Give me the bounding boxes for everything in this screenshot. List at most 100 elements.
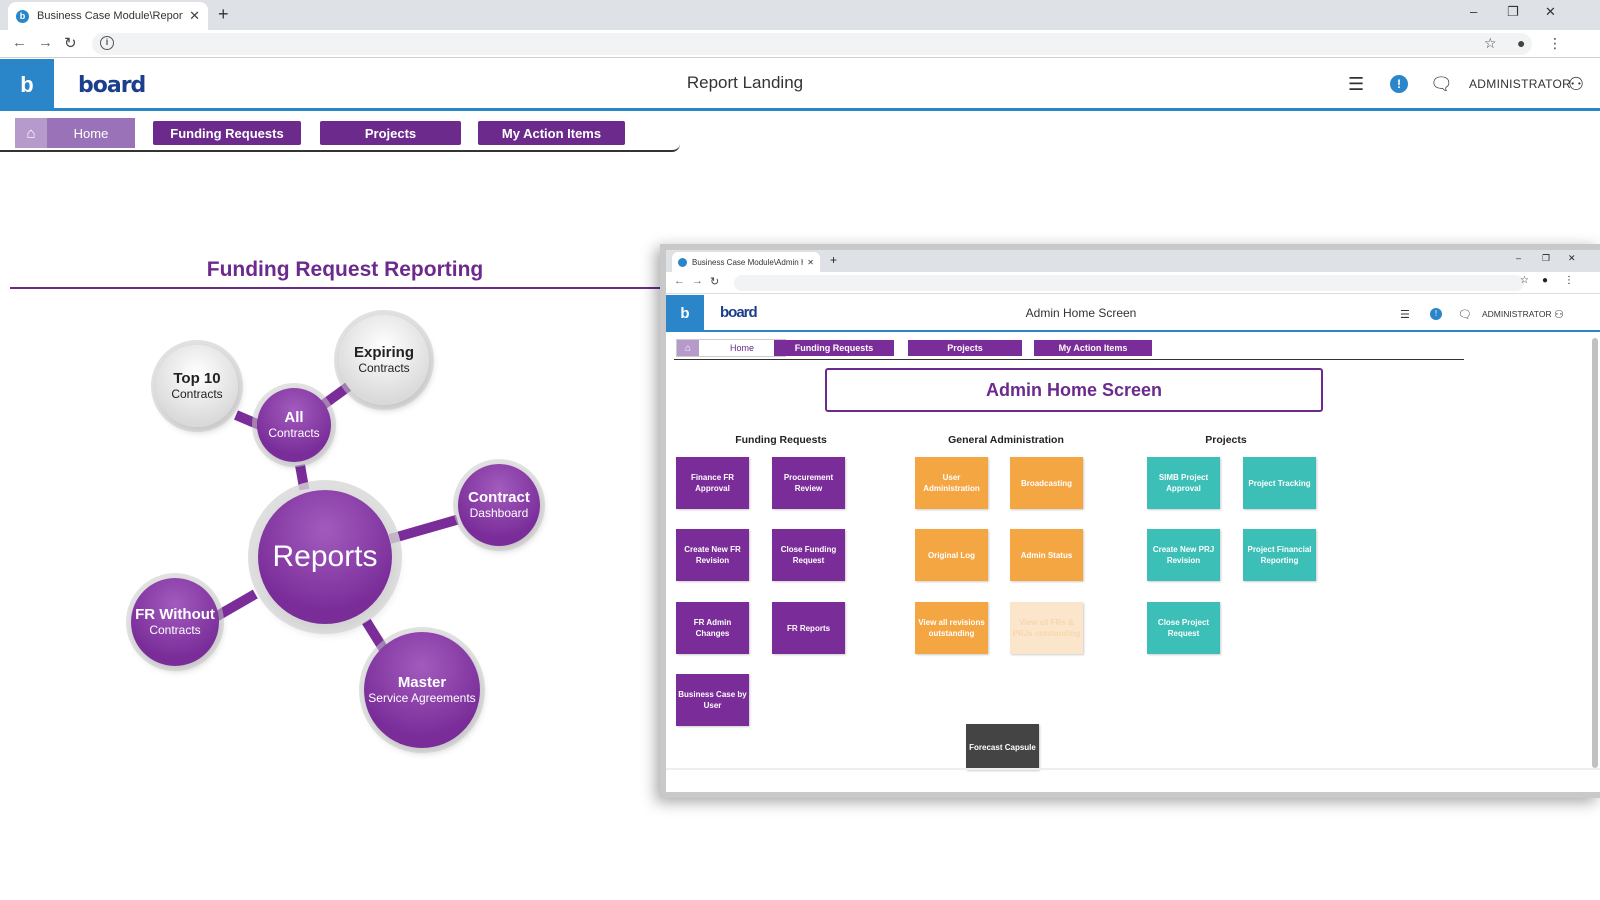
nav-my-action-items-button[interactable]: My Action Items	[478, 121, 625, 145]
tile-business-case-by-user[interactable]: Business Case by User	[676, 674, 749, 726]
back-arrow-icon[interactable]: ←	[12, 34, 27, 51]
nav-projects-button[interactable]: Projects	[908, 340, 1022, 356]
alert-icon[interactable]: !	[1430, 308, 1442, 320]
inner-browser-tab[interactable]: Business Case Module\Admin H ✕	[672, 252, 820, 272]
browser-menu-icon[interactable]: ⋮	[1548, 35, 1562, 51]
bubble-title: Top 10	[173, 370, 221, 387]
admin-screenshot-window: Business Case Module\Admin H ✕ + – ❐ ✕ ←…	[660, 244, 1600, 798]
reload-icon[interactable]: ↻	[64, 35, 77, 52]
close-window-button[interactable]: ✕	[1568, 253, 1576, 263]
tile-project-tracking[interactable]: Project Tracking	[1243, 457, 1316, 509]
board-brand-logo: board	[78, 73, 146, 98]
home-icon: ⌂	[15, 118, 47, 148]
browser-menu-icon[interactable]: ⋮	[1564, 275, 1574, 286]
admin-home-title-frame: Admin Home Screen	[825, 368, 1323, 412]
tile-close-project-request[interactable]: Close Project Request	[1147, 602, 1220, 654]
new-tab-button[interactable]: +	[830, 253, 838, 267]
new-tab-button[interactable]: +	[218, 4, 229, 24]
close-window-button[interactable]: ✕	[1545, 4, 1556, 19]
bubble-subtitle: Service Agreements	[368, 691, 476, 705]
browser-tab[interactable]: b Business Case Module\Report La ✕	[8, 2, 208, 30]
board-logo-icon[interactable]: b	[0, 59, 54, 111]
tile-user-administration[interactable]: User Administration	[915, 457, 988, 509]
url-field[interactable]	[734, 275, 1524, 291]
board-logo-icon[interactable]: b	[666, 295, 704, 332]
nav-funding-requests-button[interactable]: Funding Requests	[153, 121, 301, 145]
tile-create-new-fr-revision[interactable]: Create New FR Revision	[676, 529, 749, 581]
column-heading-funding: Funding Requests	[735, 434, 827, 446]
nav-funding-requests-button[interactable]: Funding Requests	[774, 340, 894, 356]
bubble-expiring-contracts[interactable]: Expiring Contracts	[339, 315, 429, 405]
tile-forecast-capsule[interactable]: Forecast Capsule	[966, 724, 1039, 770]
inner-bottom-edge	[666, 768, 1600, 770]
user-avatar-icon[interactable]: ⚇	[1568, 74, 1585, 94]
reload-icon[interactable]: ↻	[710, 276, 720, 288]
profile-icon[interactable]: ●	[1517, 35, 1526, 51]
home-tab[interactable]: ⌂ Home	[676, 339, 786, 357]
bookmark-star-icon[interactable]: ☆	[1520, 275, 1529, 286]
restore-button[interactable]: ❐	[1507, 4, 1519, 19]
tile-original-log[interactable]: Original Log	[915, 529, 988, 581]
bubble-title: Expiring	[353, 344, 414, 361]
column-heading-general: General Administration	[948, 434, 1064, 446]
tile-admin-status[interactable]: Admin Status	[1010, 529, 1083, 581]
alert-icon[interactable]: !	[1390, 75, 1408, 93]
bubble-fr-without-contracts[interactable]: FR Without Contracts	[131, 578, 219, 666]
tile-project-financial-reporting[interactable]: Project Financial Reporting	[1243, 529, 1316, 581]
browser-tab-title: Business Case Module\Report La	[37, 10, 184, 22]
hamburger-menu-icon[interactable]: ☰	[1348, 74, 1365, 94]
bubble-contract-dashboard[interactable]: Contract Dashboard	[458, 464, 540, 546]
nav-my-action-items-button[interactable]: My Action Items	[1034, 340, 1152, 356]
bubble-title: Contract	[468, 489, 530, 506]
home-tab[interactable]: ⌂ Home	[15, 118, 135, 148]
nav-projects-button[interactable]: Projects	[320, 121, 461, 145]
bubble-master-service-agreements[interactable]: Master Service Agreements	[364, 632, 480, 748]
site-info-icon[interactable]: i	[100, 36, 114, 50]
bubble-all-contracts[interactable]: All Contracts	[257, 388, 331, 462]
minimize-button[interactable]: –	[1470, 4, 1478, 19]
section-divider	[10, 287, 672, 289]
inner-app-header: b board Admin Home Screen ☰ ! 🗨 ADMINIST…	[666, 295, 1600, 332]
bubble-subtitle: Contracts	[358, 361, 410, 375]
main-nav: ⌂ Home Funding Requests Projects My Acti…	[0, 114, 680, 152]
tab-close-icon[interactable]: ✕	[807, 257, 814, 267]
tile-finance-fr-approval[interactable]: Finance FR Approval	[676, 457, 749, 509]
bubble-title: FR Without	[135, 606, 215, 623]
tile-broadcasting[interactable]: Broadcasting	[1010, 457, 1083, 509]
address-bar: ← → ↻ i ☆ ● ⋮	[0, 30, 1600, 58]
profile-icon[interactable]: ●	[1542, 275, 1549, 286]
board-brand-logo: board	[720, 304, 758, 321]
chat-icon[interactable]: 🗨	[1430, 74, 1453, 94]
inner-page-title: Admin Home Screen	[1025, 306, 1137, 320]
app-header: b board Report Landing ☰ ! 🗨 ADMINISTRAT…	[0, 59, 1600, 111]
tile-close-funding-request[interactable]: Close Funding Request	[772, 529, 845, 581]
section-title: Funding Request Reporting	[206, 258, 484, 281]
chat-icon[interactable]: 🗨	[1458, 309, 1472, 321]
bubble-subtitle: Contracts	[268, 426, 320, 440]
bookmark-star-icon[interactable]: ☆	[1484, 35, 1497, 51]
hamburger-menu-icon[interactable]: ☰	[1400, 309, 1410, 321]
user-name-label[interactable]: ADMINISTRATOR	[1482, 309, 1552, 319]
user-name-label[interactable]: ADMINISTRATOR	[1469, 77, 1572, 91]
back-arrow-icon[interactable]: ←	[674, 275, 685, 287]
bubble-top10-contracts[interactable]: Top 10 Contracts	[156, 345, 238, 427]
scrollbar[interactable]	[1592, 338, 1598, 768]
hub-title: Reports	[272, 540, 378, 573]
url-field[interactable]: i	[92, 33, 1532, 55]
bubble-subtitle: Dashboard	[469, 506, 529, 520]
tile-procurement-review[interactable]: Procurement Review	[772, 457, 845, 509]
tile-view-all-revisions-outstanding[interactable]: View all revisions outstanding	[915, 602, 988, 654]
minimize-button[interactable]: –	[1516, 253, 1522, 263]
tab-close-icon[interactable]: ✕	[189, 8, 200, 23]
forward-arrow-icon[interactable]: →	[38, 34, 53, 51]
user-avatar-icon[interactable]: ⚇	[1554, 309, 1564, 321]
tile-fr-reports[interactable]: FR Reports	[772, 602, 845, 654]
tile-simb-project-approval[interactable]: SIMB Project Approval	[1147, 457, 1220, 509]
tile-create-new-prj-revision[interactable]: Create New PRJ Revision	[1147, 529, 1220, 581]
tile-fr-admin-changes[interactable]: FR Admin Changes	[676, 602, 749, 654]
home-tab-label: Home	[729, 343, 754, 353]
forward-arrow-icon[interactable]: →	[692, 275, 703, 287]
bubble-subtitle: Contracts	[149, 623, 201, 637]
bubble-reports-hub[interactable]: Reports	[258, 490, 392, 624]
restore-button[interactable]: ❐	[1542, 253, 1551, 263]
